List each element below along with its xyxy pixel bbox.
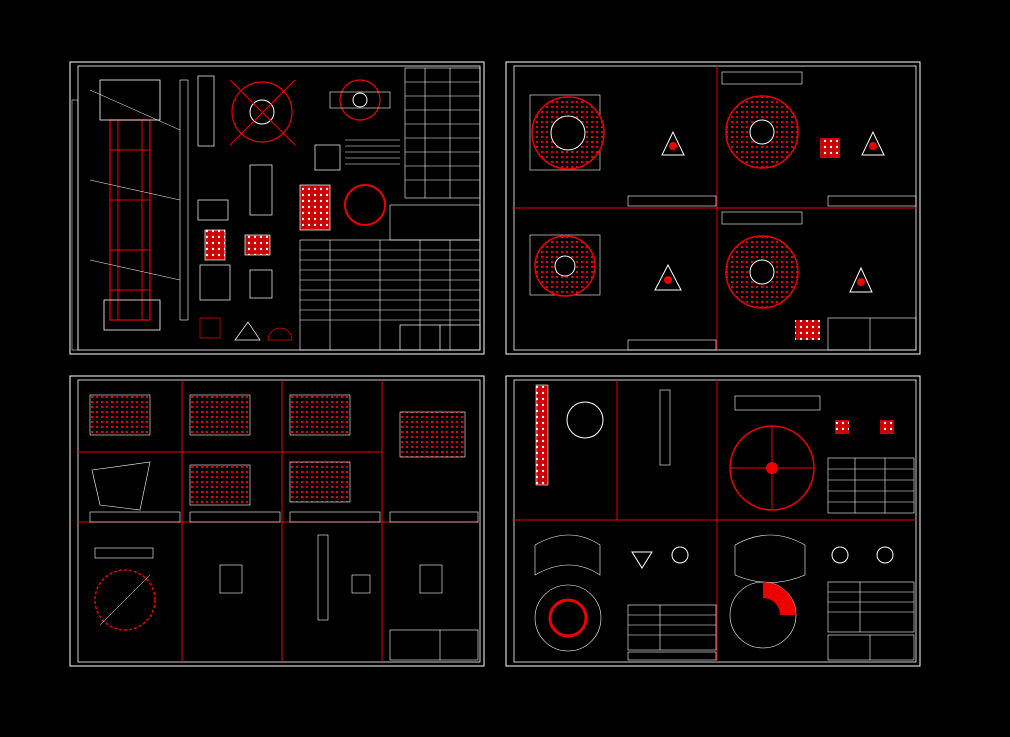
flange-disc-3: [529, 234, 682, 297]
detail-parts: [197, 75, 341, 341]
flange-disc-1: [529, 94, 685, 171]
sheet-1-side-strip: [71, 99, 79, 351]
title-blocks-3: [89, 511, 479, 661]
notes-block: [345, 139, 400, 165]
sheet-3-frame: [69, 375, 485, 667]
small-details-3: [219, 534, 443, 621]
title-block-1: [399, 324, 481, 351]
flange-disc-2: [721, 71, 885, 169]
title-blocks-2: [627, 195, 917, 351]
bom-table: [299, 204, 481, 351]
sheet-1[interactable]: [69, 61, 485, 355]
sheet-3-inner-frame: [77, 379, 481, 663]
flange-disc-4: [721, 211, 873, 340]
pipe-section: [535, 384, 671, 486]
sheet-4-frame: [505, 375, 921, 667]
sheet-4[interactable]: [505, 375, 921, 667]
tray-table: [827, 457, 915, 514]
tables-4: [627, 581, 915, 661]
parts-table-top: [404, 67, 481, 199]
ring-detail: [94, 547, 156, 631]
sheet-2-frame: [505, 61, 921, 355]
plan-view-top: [229, 79, 391, 226]
sheet-1-frame: [69, 61, 485, 355]
tray-plate: [729, 395, 894, 511]
sheet-4-inner-frame: [513, 379, 917, 663]
column-elevation: [89, 79, 189, 331]
sheet-3[interactable]: [69, 375, 485, 667]
weir-details: [534, 534, 894, 652]
sheet-2[interactable]: [505, 61, 921, 355]
plate-details: [89, 394, 466, 511]
